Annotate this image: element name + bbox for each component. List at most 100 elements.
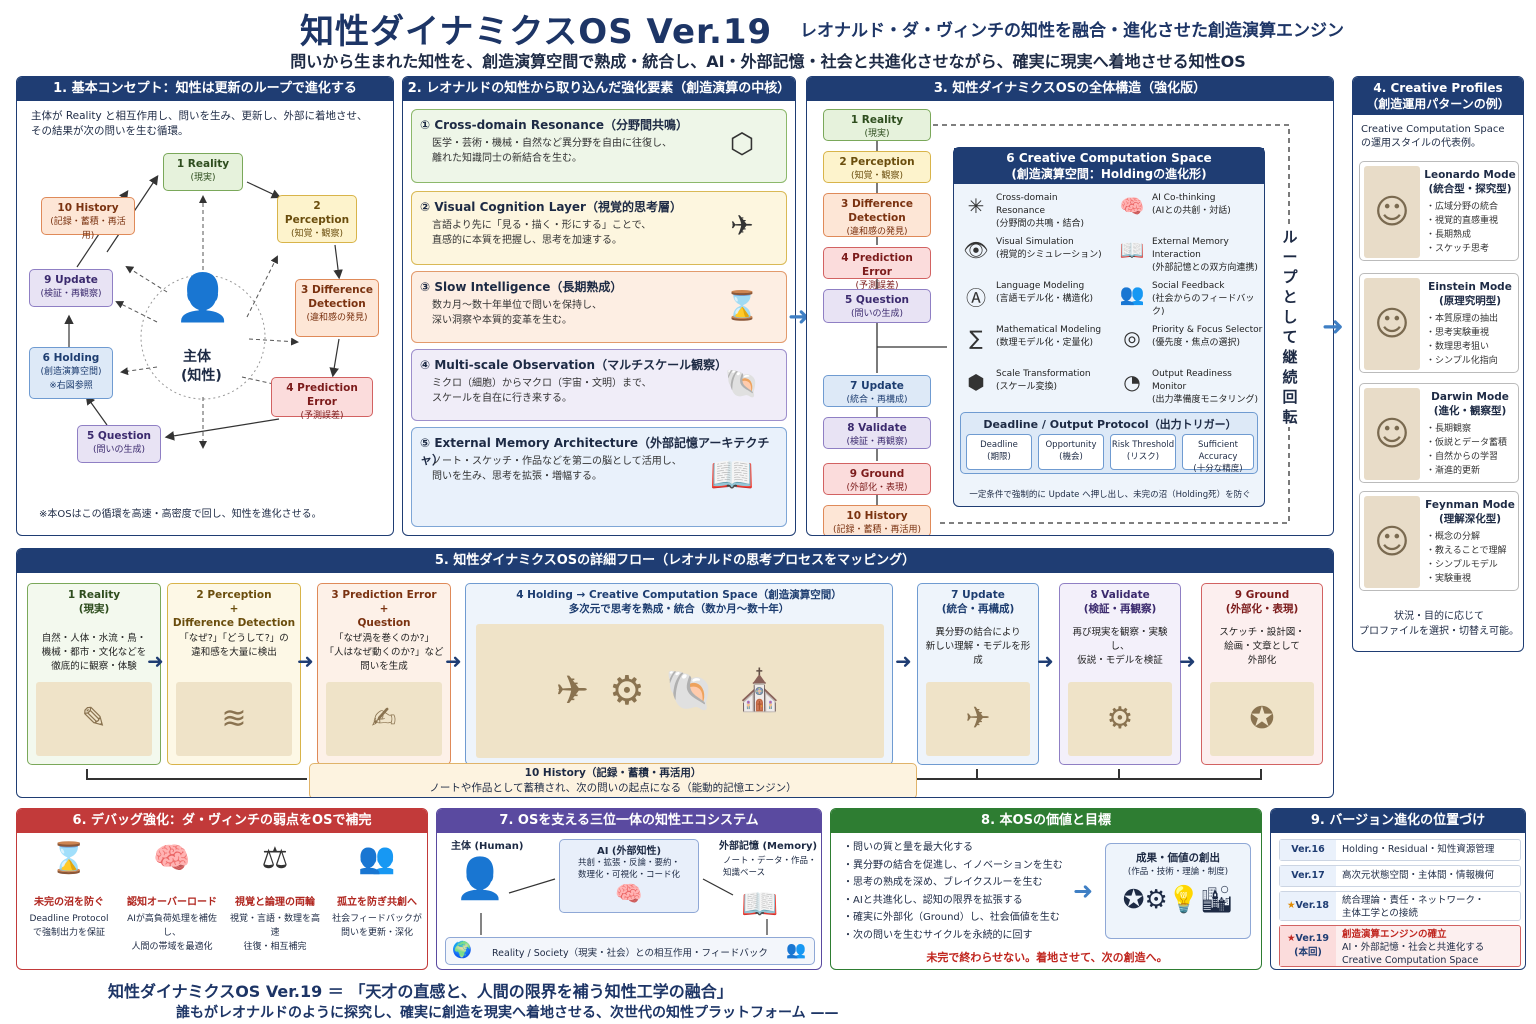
concept-desc-1: 主体が Reality と相互作用し、問いを生み、更新し、外部に着地させ、	[31, 110, 368, 122]
profile-feynman[interactable]: ☺Feynman Mode(理解深化型)・概念の分解・教えることで理解・シンプル…	[1359, 491, 1519, 591]
brain-gear-icon: 🧠	[153, 841, 191, 876]
globe-icon: 🌍	[452, 940, 472, 959]
element-card-1: ① Cross-domain Resonance（分野間共鳴） 医学・芸術・機械…	[411, 109, 787, 183]
sketch-icon: ✎	[36, 682, 152, 756]
creative-computation-space: 6 Creative Computation Space(創造演算空間：Hold…	[953, 147, 1265, 507]
network-icon: ✳	[967, 194, 985, 218]
cycle-node-holding: 6 Holding(創造演算空間)※右図参照	[29, 347, 113, 399]
history-bar: 10 History（記録・蓄積・再活用）ノートや作品として蓄積され、次の問いの…	[309, 763, 917, 797]
star-icon: ★	[1287, 900, 1296, 911]
panel-header: 8. 本OSの価値と目標	[831, 809, 1261, 833]
portrait-icon: ☺	[1364, 496, 1420, 588]
cycle-node-perception: 2 Perception(知覚・観察)	[277, 195, 357, 243]
arrow-right-icon: ➜	[1322, 312, 1344, 342]
element-card-5: ⑤ External Memory Architecture（外部記憶アーキテク…	[411, 427, 787, 527]
feature-output-readiness: ◔Output Readiness Monitor(出力準備度モニタリング)	[1114, 364, 1264, 405]
profile-darwin[interactable]: ☺Darwin Mode(進化・観察型)・長期観察・仮説とデータ蓄積・自然からの…	[1359, 383, 1519, 483]
sigma-icon: ∑	[969, 326, 983, 350]
feature-visual-sim: 👁Visual Simulation(視覚的シミュレーション)	[963, 237, 1102, 262]
panel-detailed-flow: 5. 知性ダイナミクスOSの詳細フロー（レオナルドの思考プロセスをマッピング） …	[16, 548, 1334, 798]
ccs-header: 6 Creative Computation Space(創造演算空間：Hold…	[954, 148, 1264, 184]
cycle-node-history: 10 History(記録・蓄積・再活用)	[41, 197, 135, 241]
cycle-arrows	[64, 175, 343, 449]
flow-box-perception: 2 Perception+Difference Detection「なぜ?」「ど…	[167, 583, 301, 765]
star-icon: ★	[1287, 933, 1296, 944]
page-title: 知性ダイナミクスOS Ver.19	[300, 12, 773, 52]
book-icon: 📖	[1119, 238, 1145, 262]
people-icon: 👥	[1119, 282, 1145, 306]
structure-step-1: 1 Reality(現実)	[823, 109, 931, 141]
feature-ai-cothinking: 🧠AI Co-thinking(AIとの共創・対話)	[1119, 193, 1231, 218]
sketches-collage-icon: ✈⚙🐚⛪	[476, 624, 884, 758]
panel-header: 4. Creative Profiles（創造運用パターンの例）	[1353, 77, 1523, 115]
person-icon: 👤	[174, 270, 232, 324]
person-icon: 👤	[455, 856, 505, 902]
gauge-icon: ◔	[1123, 370, 1141, 394]
element-desc: 医学・芸術・機械・自然など異分野を自由に往復し、離れた知識同士の新結合を生む。	[432, 138, 672, 164]
eco-ai-box: AI (外部知性)共創・拡張・反論・要約・数理化・可視化・コード化🧠	[559, 839, 699, 913]
protocol-note: 一定条件で強制的に Update へ押し出し、未完の沼（Holding死）を防ぐ	[969, 490, 1251, 500]
scale-icon: ⚖	[261, 841, 289, 876]
protocol-title: Deadline / Output Protocol（出力トリガー）	[983, 418, 1237, 431]
diagram-sketch-icon: ⚙	[1068, 682, 1172, 756]
shell-icon: 🐚	[724, 367, 760, 400]
panel-header: 3. 知性ダイナミクスOSの全体構造（強化版）	[807, 77, 1333, 101]
arrow-right-icon: ➜	[297, 649, 314, 673]
panel-header: 2. レオナルドの知性から取り込んだ強化要素（創造演算の中核）	[403, 77, 795, 101]
concept-note: ※本OSはこの循環を高速・高密度で回し、知性を進化させる。	[39, 509, 322, 520]
cycle-node-reality: 1 Reality(現実)	[163, 153, 243, 191]
feature-cross-domain: ✳Cross-domain Resonance(分野間の共鳴・結合)	[958, 188, 1108, 229]
panel-creative-profiles: 4. Creative Profiles（創造運用パターンの例） Creativ…	[1352, 76, 1524, 652]
structure-arrows	[876, 124, 1290, 524]
goal-box: 成果・価値の創出(作品・技術・理論・制度)✪⚙💡🏙	[1105, 843, 1251, 939]
arrow-right-icon: ➜	[1179, 649, 1196, 673]
feature-social: 👥Social Feedback(社会からのフィードバック)	[1119, 281, 1255, 317]
arrow-right-icon: ➜	[147, 649, 164, 673]
flow-box-reality: 1 Reality(現実)自然・人体・水流・鳥・機械・都市・文化などを徹底的に観…	[27, 583, 161, 765]
flow-area: 1 Reality(現実)自然・人体・水流・鳥・機械・都市・文化などを徹底的に観…	[17, 573, 1333, 797]
portrait-icon: ☺	[1364, 278, 1420, 370]
element-title: ⑤ External Memory Architecture（外部記憶アーキテク…	[420, 436, 770, 467]
cube-icon: ⬢	[967, 370, 985, 394]
profiles-note: 状況・目的に応じてプロファイルを選択・切替え可能。	[1359, 611, 1519, 637]
profile-leonardo[interactable]: ☺Leonardo Mode(統合型・探究型)・広域分野の統合・視覚的直感重視・…	[1359, 161, 1519, 261]
element-title: ④ Multi-scale Observation（マルチスケール観察）	[420, 358, 728, 372]
flow-box-ground: 9 Ground(外部化・表現)スケッチ・設計図・絵画・文章として外部化✪	[1201, 583, 1323, 765]
flying-machine-icon: ✈	[730, 209, 754, 242]
history-loop-lines	[86, 769, 1262, 780]
element-desc: 言語より先に「見る・描く・形にする」ことで、直感的に本質を把握し、思考を加速する…	[432, 220, 652, 246]
brain-icon: 🧠	[1119, 194, 1145, 218]
value-slogan: 未完で終わらせない。着地させて、次の創造へ。	[926, 951, 1168, 964]
feature-external-memory: 📖External Memory Interaction(外部記憶との双方向連携…	[1119, 237, 1258, 273]
cycle-node-question: 5 Question(問いの生成)	[77, 425, 161, 463]
flying-machine-icon: ✈	[926, 682, 1030, 756]
feature-scale: ⬢Scale Transformation(スケール変換)	[958, 364, 1108, 404]
feature-priority: ◎Priority & Focus Selector(優先度・焦点の選択)	[1114, 320, 1264, 360]
loop-label: ループとして継続回転	[1281, 227, 1299, 427]
debug-item-4: 👥孤立を防ぎ共創へ社会フィードバックが問いを更新・深化	[329, 839, 425, 965]
panel-header: 6. デバッグ強化：ダ・ヴィンチの弱点をOSで補完	[17, 809, 427, 833]
feature-math: ∑Mathematical Modeling(数理モデル化・定量化)	[958, 320, 1108, 360]
flow-box-holding: 4 Holding → Creative Computation Space（創…	[465, 583, 893, 765]
structure-step-3: 3 Difference Detection(違和感の発見)	[823, 193, 931, 237]
arrow-right-icon: ➜	[445, 649, 462, 673]
profile-einstein[interactable]: ☺Einstein Mode(原理究明型)・本質原理の抽出・思考実験重視・数理思…	[1359, 273, 1519, 373]
people-icon: 👥	[358, 841, 396, 876]
element-card-2: ② Visual Cognition Layer（視覚的思考層） 言語より先に「…	[411, 191, 787, 265]
portrait-icon: ☺	[1364, 166, 1420, 258]
element-desc: ミクロ（細胞）からマクロ（宇宙・文明）まで、スケールを自在に行き来する。	[432, 378, 652, 404]
cycle-node-prediction-error: 4 Prediction Error(予測誤差)	[271, 377, 373, 421]
panel-basic-concept: 1. 基本コンセプト：知性は更新のループで進化する 主体が Reality と相…	[16, 76, 394, 536]
trigger-risk: Risk Threshold(リスク)	[1110, 434, 1176, 470]
element-card-3: ③ Slow Intelligence（長期熟成） 数カ月〜数十年単位で問いを保…	[411, 271, 787, 343]
hourglass-icon: ⌛	[724, 289, 760, 322]
panel-header: 7. OSを支える三位一体の知性エコシステム	[437, 809, 821, 833]
flow-box-update: 7 Update(統合・再構成)異分野の結合により新しい理解・モデルを形成✈	[917, 583, 1039, 765]
